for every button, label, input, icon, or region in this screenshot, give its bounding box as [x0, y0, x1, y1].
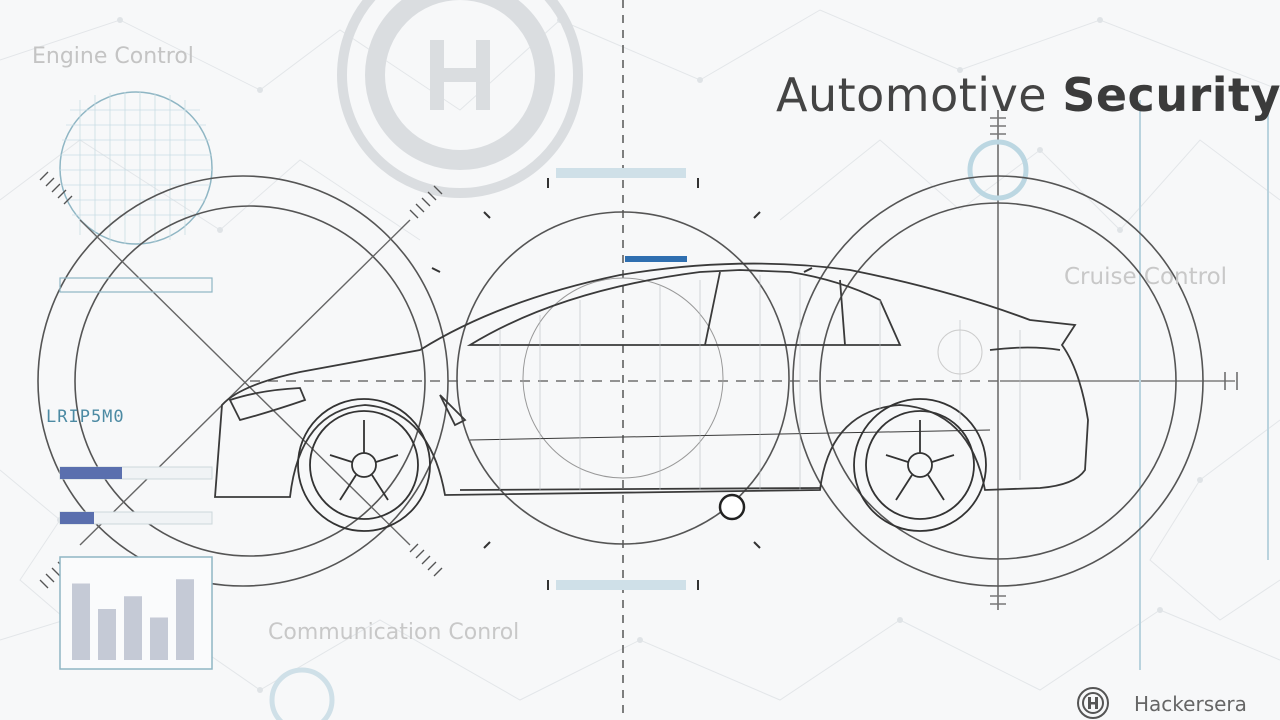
left-hatch-marks	[39, 171, 443, 589]
left-data-panels	[59, 277, 213, 525]
hackersera-logo-icon	[1077, 687, 1109, 719]
right-target-ring	[967, 139, 1029, 201]
engine-grid-circle	[59, 91, 213, 245]
mini-bar	[98, 609, 116, 660]
center-dial	[456, 211, 790, 545]
dial-knob	[718, 493, 746, 521]
page-title: Automotive Security	[776, 68, 1280, 122]
engine-control-label: Engine Control	[32, 44, 194, 69]
car-mesh	[499, 275, 1021, 490]
title-bold: Security	[1062, 68, 1280, 122]
bottom-ring	[269, 667, 335, 720]
dial-ticks	[431, 178, 813, 590]
front-wheel	[297, 398, 431, 532]
left-wheel-circles	[37, 175, 449, 587]
car-wireframe	[214, 262, 1089, 498]
mini-bar	[72, 583, 90, 660]
right-wheel-circles	[792, 175, 1204, 587]
mini-bar-chart	[59, 556, 213, 670]
mini-bar	[124, 596, 142, 660]
communication-control-label: Communication Conrol	[268, 620, 520, 645]
code-label: LRIP5M0	[46, 407, 125, 427]
right-guides	[1139, 100, 1269, 670]
title-light: Automotive	[776, 68, 1063, 122]
dial-scale-bars	[556, 168, 686, 590]
mini-bar	[150, 617, 168, 660]
cruise-control-label: Cruise Control	[1064, 264, 1228, 290]
rear-wheel	[853, 398, 987, 532]
background-nodes	[57, 17, 1203, 693]
mini-bar	[176, 579, 194, 660]
faded-emblem	[337, 0, 583, 198]
brand-name: Hackersera	[1134, 692, 1247, 716]
blue-indicator	[625, 256, 687, 262]
